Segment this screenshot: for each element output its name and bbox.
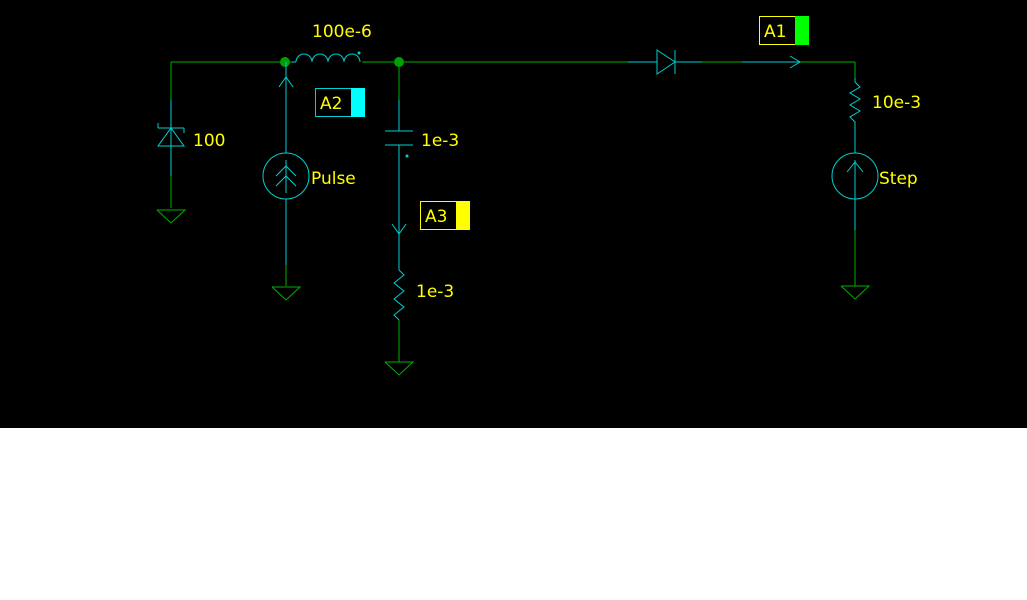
resistor-bottom-symbol[interactable] (393, 269, 405, 321)
ammeter-a1-arrow (742, 55, 801, 69)
resistor-right-value-label: 10e-3 (872, 93, 921, 113)
ground-symbol-pulse (271, 286, 302, 301)
resistor-bottom-value-label: 1e-3 (416, 282, 454, 302)
capacitor-value-label: 1e-3 (421, 131, 459, 151)
ammeter-tag-a1[interactable]: A1 (759, 16, 810, 45)
ammeter-a2-label: A2 (320, 94, 342, 114)
inductor-polarity-dot (357, 51, 361, 55)
ammeter-a3-label: A3 (425, 207, 447, 227)
pulse-source-symbol[interactable] (262, 152, 310, 200)
resistor-right-symbol[interactable] (849, 78, 861, 153)
blank-lower-area (0, 428, 1027, 600)
junction-dot-left (280, 57, 290, 67)
pulse-branch-wire (278, 62, 294, 265)
ground-symbol-step (840, 285, 871, 300)
ground-symbol-resistor (384, 361, 415, 376)
ammeter-a1-label: A1 (764, 22, 786, 42)
ammeter-tag-a3[interactable]: A3 (420, 201, 471, 230)
inductor-symbol[interactable] (292, 53, 361, 63)
schematic-canvas[interactable]: 100 100e-6 Pulse 1e-3 1e-3 (0, 0, 1027, 428)
step-source-symbol[interactable] (831, 152, 879, 230)
capacitor-polarity-dot (405, 154, 409, 158)
junction-dot-right (394, 57, 404, 67)
ground-symbol-zener (156, 209, 187, 224)
ammeter-a1-color-swatch (795, 16, 809, 45)
inductor-value-label: 100e-6 (312, 22, 372, 42)
capacitor-symbol[interactable] (385, 100, 413, 270)
zener-diode-symbol[interactable] (157, 100, 185, 176)
ammeter-tag-a2[interactable]: A2 (315, 88, 366, 117)
zener-value-label: 100 (193, 131, 225, 151)
ammeter-a3-color-swatch (456, 201, 470, 230)
schematic-svg: 100 100e-6 Pulse 1e-3 1e-3 (156, 16, 921, 376)
step-source-label: Step (879, 169, 918, 189)
ammeter-a2-color-swatch (351, 88, 365, 117)
pulse-source-label: Pulse (311, 169, 356, 189)
wires (170, 61, 856, 362)
diode-symbol[interactable] (628, 49, 702, 75)
